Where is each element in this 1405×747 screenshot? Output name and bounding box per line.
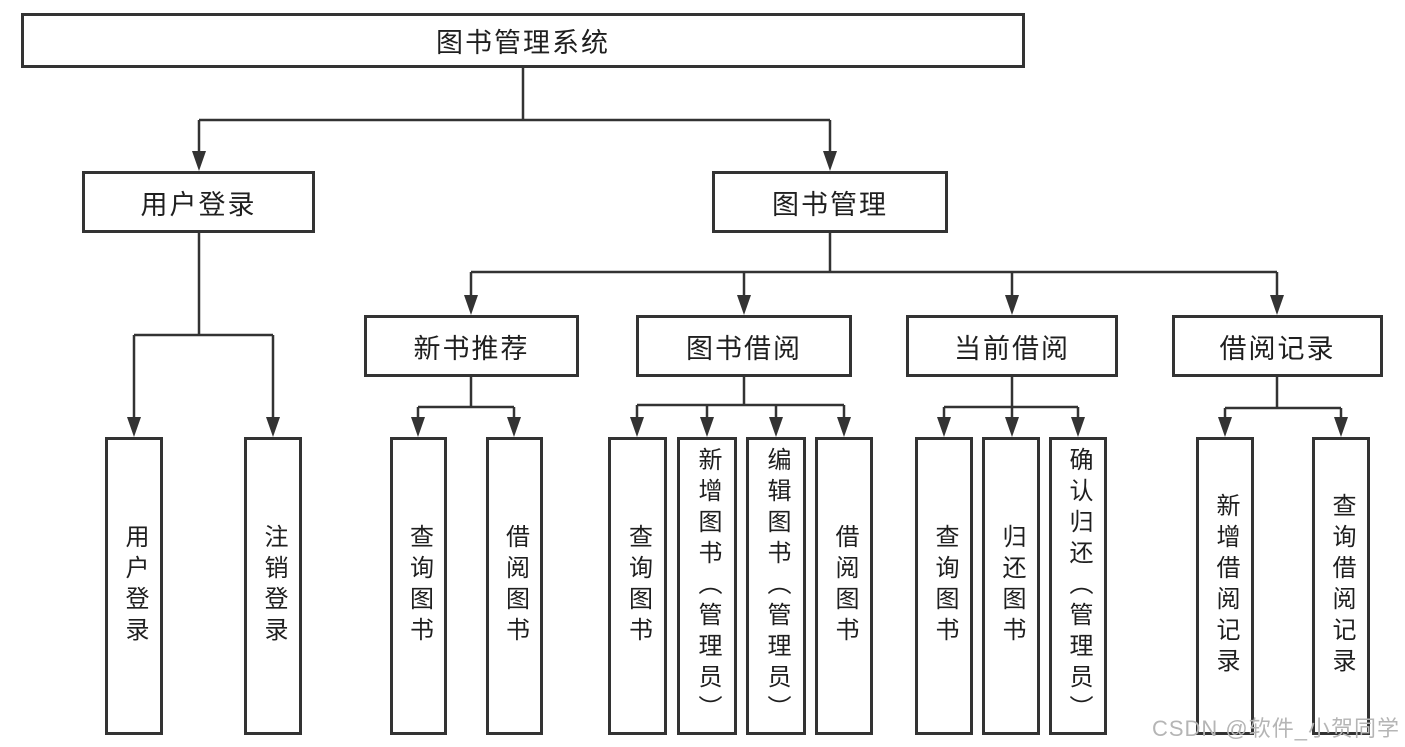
leaf-user-login: 用户登录 bbox=[105, 437, 163, 735]
leaf-add-books-admin-label: 新增图书（管理员） bbox=[694, 446, 721, 726]
node-user-login: 用户登录 bbox=[82, 171, 315, 233]
node-book-management: 图书管理 bbox=[712, 171, 948, 233]
leaf-confirm-return-admin-label: 确认归还（管理员） bbox=[1065, 446, 1092, 726]
leaf-query-books-2: 查询图书 bbox=[608, 437, 667, 735]
leaf-add-borrow-record-label: 新增借阅记录 bbox=[1212, 493, 1239, 679]
leaf-borrow-books-2-label: 借阅图书 bbox=[831, 524, 858, 648]
leaf-edit-books-admin-label: 编辑图书（管理员） bbox=[763, 446, 790, 726]
node-new-book-recommend-label: 新书推荐 bbox=[413, 333, 530, 364]
leaf-query-books-3: 查询图书 bbox=[915, 437, 973, 735]
leaf-user-login-label: 用户登录 bbox=[121, 524, 148, 648]
node-root-system-label: 图书管理系统 bbox=[436, 28, 610, 58]
node-current-borrowing-label: 当前借阅 bbox=[954, 333, 1070, 364]
csdn-watermark: CSDN @软件_小贺同学 bbox=[1151, 716, 1400, 741]
leaf-query-books-3-label: 查询图书 bbox=[931, 524, 958, 648]
leaf-query-borrow-record: 查询借阅记录 bbox=[1312, 437, 1370, 735]
node-borrowing-records-label: 借阅记录 bbox=[1219, 333, 1336, 364]
node-user-login-label: 用户登录 bbox=[140, 189, 257, 220]
leaf-logout-label: 注销登录 bbox=[260, 524, 287, 648]
node-book-borrowing: 图书借阅 bbox=[636, 315, 852, 377]
leaf-confirm-return-admin: 确认归还（管理员） bbox=[1049, 437, 1107, 735]
leaf-borrow-books-1-label: 借阅图书 bbox=[501, 524, 529, 648]
leaf-query-books-2-label: 查询图书 bbox=[624, 524, 652, 648]
arrowheads bbox=[127, 151, 1348, 437]
node-book-borrowing-label: 图书借阅 bbox=[686, 333, 802, 364]
leaf-add-books-admin: 新增图书（管理员） bbox=[677, 437, 737, 735]
node-current-borrowing: 当前借阅 bbox=[906, 315, 1118, 377]
node-root-system: 图书管理系统 bbox=[21, 13, 1025, 68]
leaf-query-borrow-record-label: 查询借阅记录 bbox=[1328, 493, 1355, 679]
leaf-logout: 注销登录 bbox=[244, 437, 302, 735]
node-book-management-label: 图书管理 bbox=[772, 189, 888, 220]
leaf-query-books-1: 查询图书 bbox=[390, 437, 447, 735]
leaf-borrow-books-2: 借阅图书 bbox=[815, 437, 873, 735]
node-borrowing-records: 借阅记录 bbox=[1172, 315, 1383, 377]
leaf-edit-books-admin: 编辑图书（管理员） bbox=[746, 437, 806, 735]
node-new-book-recommend: 新书推荐 bbox=[364, 315, 579, 377]
leaf-add-borrow-record: 新增借阅记录 bbox=[1196, 437, 1254, 735]
leaf-return-books: 归还图书 bbox=[982, 437, 1040, 735]
leaf-borrow-books-1: 借阅图书 bbox=[486, 437, 543, 735]
leaf-return-books-label: 归还图书 bbox=[998, 524, 1025, 648]
leaf-query-books-1-label: 查询图书 bbox=[405, 524, 433, 648]
